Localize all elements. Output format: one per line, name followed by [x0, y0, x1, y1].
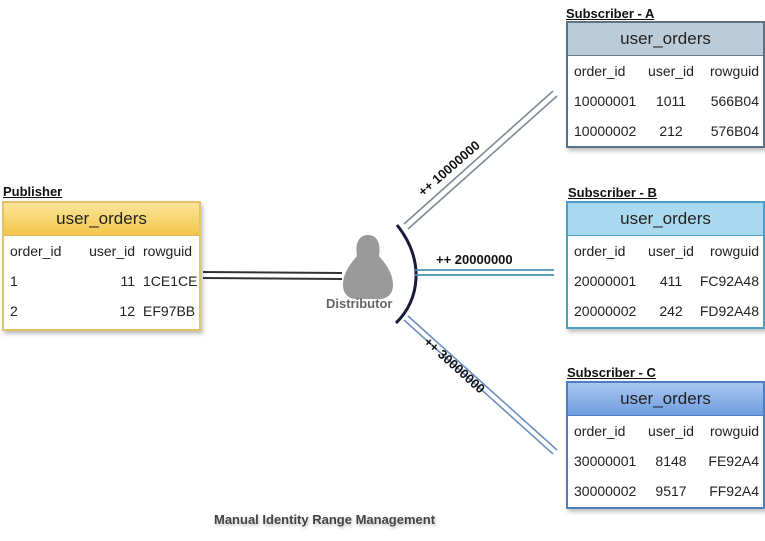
subscriber-c-label: Subscriber - C	[567, 365, 656, 380]
cell: FF92A4	[709, 483, 759, 499]
cell: 1011	[655, 93, 687, 109]
cell: FC92A48	[699, 273, 759, 289]
subscriber-b-label: Subscriber - B	[568, 185, 657, 200]
subscriber-c-link	[403, 315, 558, 455]
table-row: 2 12 EF97BB	[4, 296, 199, 326]
column-header: rowguid	[709, 63, 759, 79]
range-label-b: ++ 20000000	[436, 252, 513, 267]
cell: FE92A4	[708, 453, 759, 469]
table-title: user_orders	[568, 383, 763, 416]
distributor-label: Distributor	[326, 296, 393, 311]
table-row: 20000001 411 FC92A48	[568, 266, 763, 296]
table-header-row: order_id user_id rowguid	[568, 56, 763, 86]
subscriber-b-link	[415, 269, 554, 276]
table-title: user_orders	[4, 203, 199, 236]
cell: 11	[120, 273, 135, 289]
column-header: user_id	[648, 243, 694, 259]
publisher-label: Publisher	[3, 184, 63, 199]
publisher-table: user_orders order_id user_id rowguid 1 1…	[2, 201, 201, 331]
table-row: 30000001 8148 FE92A4	[568, 446, 763, 476]
cell: 8148	[655, 453, 687, 469]
distributor-server-icon	[343, 235, 393, 300]
table-row: 10000002 212 576B04	[568, 116, 763, 146]
column-header: user_id	[89, 243, 135, 259]
table-title: user_orders	[568, 23, 763, 56]
column-header: order_id	[10, 243, 62, 259]
cell: 30000001	[574, 453, 637, 469]
cell: 1CE1CE	[143, 273, 198, 289]
column-header: user_id	[648, 63, 694, 79]
publisher-link	[202, 271, 343, 280]
table-row: 20000002 242 FD92A48	[568, 296, 763, 326]
cell: 10000002	[574, 123, 637, 139]
subscriber-b-table: user_orders order_id user_id rowguid 200…	[566, 201, 765, 329]
cell: 411	[659, 273, 683, 289]
subscriber-a-table: user_orders order_id user_id rowguid 100…	[566, 21, 765, 148]
cell: 9517	[655, 483, 687, 499]
cell: 212	[659, 123, 683, 139]
column-header: order_id	[574, 63, 626, 79]
cell: 20000001	[574, 273, 637, 289]
table-row: 1 11 1CE1CE	[4, 266, 199, 296]
cell: 576B04	[710, 123, 759, 139]
cell: 10000001	[574, 93, 637, 109]
cell: EF97BB	[143, 303, 196, 319]
cell: 1	[10, 273, 18, 289]
distributor-arc	[394, 224, 418, 325]
cell: 30000002	[574, 483, 637, 499]
table-header-row: order_id user_id rowguid	[568, 416, 763, 446]
cell: 12	[119, 303, 135, 319]
cell: 242	[659, 303, 683, 319]
table-row: 10000001 1011 566B04	[568, 86, 763, 116]
diagram-caption: Manual Identity Range Management	[214, 512, 436, 527]
column-header: rowguid	[709, 243, 759, 259]
column-header: order_id	[574, 423, 626, 439]
column-header: rowguid	[709, 423, 759, 439]
subscriber-a-label: Subscriber - A	[566, 6, 655, 21]
table-header-row: order_id user_id rowguid	[4, 236, 199, 266]
column-header: user_id	[648, 423, 694, 439]
column-header: rowguid	[143, 243, 193, 259]
column-header: order_id	[574, 243, 626, 259]
cell: 566B04	[710, 93, 759, 109]
cell: 2	[10, 303, 18, 319]
table-row: 30000002 9517 FF92A4	[568, 476, 763, 506]
cell: FD92A48	[699, 303, 759, 319]
cell: 20000002	[574, 303, 637, 319]
table-title: user_orders	[568, 203, 763, 236]
subscriber-a-link	[403, 90, 558, 230]
table-header-row: order_id user_id rowguid	[568, 236, 763, 266]
subscriber-c-table: user_orders order_id user_id rowguid 300…	[566, 381, 765, 509]
